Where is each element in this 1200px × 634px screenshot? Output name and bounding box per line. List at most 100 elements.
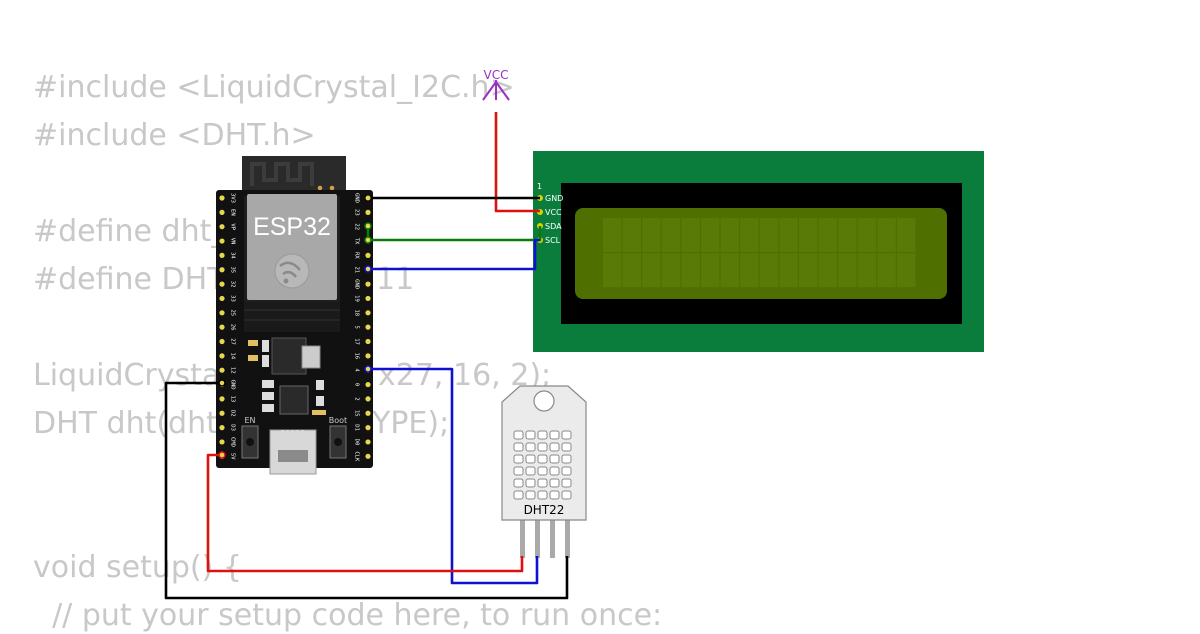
lcd-cell: [857, 218, 877, 252]
esp32-pin-label-left-5: 35: [230, 266, 236, 273]
en-button-label: EN: [244, 416, 255, 425]
esp32-pin-right-11[interactable]: [365, 353, 371, 359]
dht-vent-slot: [537, 490, 548, 500]
esp32-pin-left-7[interactable]: [219, 295, 225, 302]
esp32-pin-label-left-8: 25: [230, 309, 236, 316]
wire-scl-lcd[interactable]: [368, 238, 540, 271]
lcd-cell: [799, 253, 818, 288]
wire-endpoints: [218, 194, 372, 459]
esp32-pin-right-1[interactable]: [365, 209, 371, 215]
lcd-cell: [603, 253, 622, 288]
vcc-symbol: VCC: [482, 68, 510, 101]
esp32-pin-right-15[interactable]: [365, 410, 371, 416]
esp32-pin-right-7[interactable]: [365, 295, 371, 302]
esp32-pin-label-right-16: D1: [354, 424, 360, 431]
lcd-1602-module[interactable]: 1 GND VCC SDA SCL: [533, 151, 984, 352]
esp32-pin-label-left-6: 32: [230, 281, 236, 288]
wire-dht-vcc[interactable]: [206, 453, 524, 573]
esp32-pin-right-10[interactable]: [365, 338, 371, 345]
esp32-pin-left-17[interactable]: [219, 439, 225, 445]
esp32-pin-right-4[interactable]: [365, 252, 371, 258]
esp32-pin-left-16[interactable]: [219, 425, 225, 431]
lcd-character-grid: [603, 218, 916, 288]
esp32-pin-right-17[interactable]: [365, 439, 371, 445]
esp32-pin-left-15[interactable]: [219, 410, 225, 416]
esp32-pin-label-right-5: 21: [354, 266, 360, 273]
esp32-pin-right-18[interactable]: [365, 453, 371, 459]
lcd-cell: [857, 253, 877, 288]
wire-vcc-lcd[interactable]: [494, 112, 540, 213]
esp32-pin-label-left-15: D2: [230, 410, 236, 417]
esp32-pin-left-1[interactable]: [219, 209, 225, 215]
esp32-pin-label-right-6: GND: [354, 279, 360, 289]
esp32-pin-left-12[interactable]: [219, 367, 225, 373]
esp32-pin-right-13[interactable]: [365, 381, 371, 388]
esp32-pin-label-left-4: 34: [230, 252, 236, 259]
lcd-cell: [759, 218, 779, 252]
esp32-pin-right-14[interactable]: [365, 396, 371, 402]
code-line-include-lcd: #include <LiquidCrystal_I2C.h>: [33, 70, 515, 105]
dht-pin-nc[interactable]: [550, 518, 555, 558]
esp32-pin-left-14[interactable]: [219, 396, 225, 402]
dht-vent-slot: [561, 490, 572, 500]
esp32-devkit[interactable]: ESP32 EN Boot 3: [216, 156, 373, 475]
esp32-pin-label-left-1: EN: [230, 209, 236, 216]
esp32-pin-left-2[interactable]: [219, 224, 225, 230]
dht-vent-slot: [561, 454, 572, 464]
lcd-cell: [799, 218, 818, 252]
esp32-pin-left-9[interactable]: [219, 324, 225, 330]
esp32-pin-label-right-4: RX: [354, 252, 360, 259]
esp32-pin-left-10[interactable]: [219, 338, 225, 345]
dht-pin-data[interactable]: [535, 518, 540, 558]
esp32-pin-right-6[interactable]: [365, 281, 371, 287]
esp32-pin-label-right-9: 5: [354, 325, 360, 328]
esp32-pin-right-16[interactable]: [365, 425, 371, 431]
wire-dht-data[interactable]: [368, 367, 539, 585]
lcd-cell: [720, 218, 739, 252]
esp32-usb-chip: [279, 385, 309, 415]
esp32-pin-label-right-12: 4: [354, 369, 360, 373]
lcd-pin-label-scl: SCL: [545, 236, 561, 245]
esp32-metal-shield: [247, 194, 337, 300]
wire-sda-lcd[interactable]: [366, 226, 542, 242]
lcd-cell: [838, 218, 857, 252]
dht-vent-slot: [513, 490, 524, 500]
dht-vent-slot: [549, 478, 560, 488]
esp32-pin-right-9[interactable]: [365, 324, 371, 330]
esp32-pin-headers: 3V3ENVPVN343532332526271412GND13D2D3CMD5…: [219, 193, 371, 462]
espressif-logo-icon: [274, 253, 310, 289]
esp32-pin-right-8[interactable]: [365, 310, 371, 316]
dht22-sensor[interactable]: DHT22: [501, 385, 587, 558]
dht-vent-slot: [513, 442, 524, 452]
lcd-cell: [701, 253, 720, 288]
esp32-pin-label-right-10: 17: [354, 338, 360, 345]
esp32-pin-left-11[interactable]: [219, 353, 225, 359]
esp32-pin-label-right-15: 15: [354, 410, 360, 417]
lcd-cell: [622, 253, 641, 288]
wire-dht-gnd[interactable]: [164, 381, 569, 600]
esp32-label: ESP32: [253, 213, 331, 241]
boot-button-label: Boot: [329, 416, 347, 425]
lcd-cell: [661, 253, 681, 288]
esp32-pin-left-4[interactable]: [219, 252, 225, 258]
esp32-pin-left-6[interactable]: [219, 281, 225, 287]
esp32-pin-label-left-18: 5V: [230, 453, 236, 460]
lcd-cell: [779, 218, 798, 252]
esp32-pin-label-right-8: 18: [354, 309, 360, 316]
lcd-cell: [603, 218, 622, 252]
esp32-pin-label-left-0: 3V3: [230, 193, 236, 203]
esp32-pin-left-0[interactable]: [219, 195, 225, 201]
code-line-include-dht: #include <DHT.h>: [33, 118, 316, 153]
dht-vent-slot: [537, 442, 548, 452]
esp32-pin-left-3[interactable]: [219, 238, 225, 244]
code-line-setup-comment: // put your setup code here, to run once…: [33, 598, 663, 633]
dht-pin-gnd[interactable]: [565, 518, 570, 558]
dht-pin-vcc[interactable]: [520, 518, 525, 558]
esp32-pin-left-5[interactable]: [219, 267, 225, 273]
dht-label: DHT22: [524, 503, 565, 517]
esp32-pin-label-left-7: 33: [230, 295, 236, 302]
lcd-cell: [740, 253, 759, 288]
dht-vent-slot: [537, 466, 548, 476]
dht-vent-slot: [561, 430, 572, 440]
esp32-pin-left-8[interactable]: [219, 310, 225, 316]
